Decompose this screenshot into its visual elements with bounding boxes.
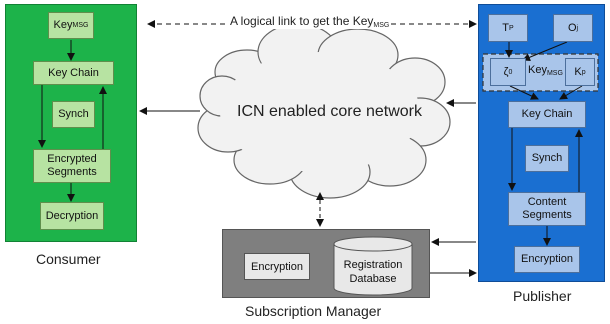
network-label: ICN enabled core network [237, 103, 422, 120]
consumer-decryption: Decryption [40, 202, 104, 230]
publisher-synch: Synch [525, 145, 569, 172]
publisher-title: Publisher [513, 288, 572, 304]
sm-title: Subscription Manager [245, 303, 382, 319]
consumer-encrypted-segments: Encrypted Segments [33, 149, 111, 183]
sm-registration-database: Registration Database [343, 259, 403, 285]
sm-encryption: Encryption [244, 253, 310, 280]
publisher-panel [478, 4, 605, 282]
consumer-title: Consumer [36, 251, 101, 267]
publisher-content-segments: Content Segments [508, 192, 586, 226]
consumer-key-chain: Key Chain [33, 61, 114, 85]
publisher-encryption: Encryption [514, 246, 580, 273]
consumer-synch: Synch [52, 101, 95, 128]
logical-link-label: A logical link to get the KeyMSG [228, 14, 392, 29]
publisher-key-msg-label: KeyMSG [528, 64, 563, 77]
publisher-key-chain: Key Chain [508, 101, 586, 128]
